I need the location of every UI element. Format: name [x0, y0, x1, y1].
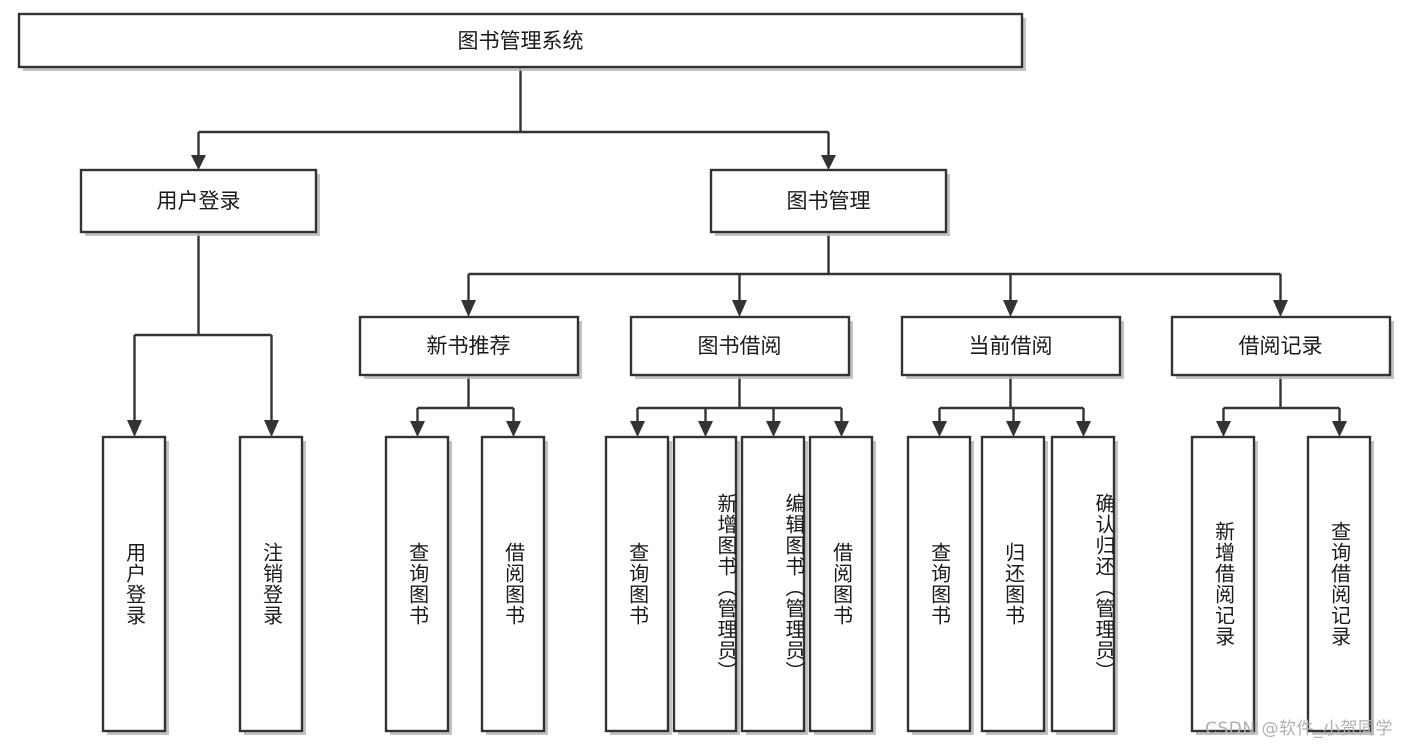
node-current-borrow-label: 当前借阅	[969, 334, 1053, 358]
node-user-login-label: 用户登录	[157, 189, 241, 213]
node-root-label: 图书管理系统	[458, 29, 584, 53]
connector-group-newbook-to-leaves	[410, 375, 521, 437]
node-book-borrow[interactable]: 图书借阅	[629, 315, 853, 379]
node-current-borrow[interactable]: 当前借阅	[900, 315, 1124, 379]
node-book-management[interactable]: 图书管理	[709, 168, 950, 236]
leaf-bookborrow-edit[interactable]	[740, 435, 808, 735]
connector-group-bookborrow-to-leaves	[630, 375, 849, 437]
node-book-management-label: 图书管理	[787, 189, 871, 213]
leaf-newbook-query[interactable]	[384, 435, 452, 735]
leaf-currentborrow-confirm-return[interactable]	[1050, 435, 1118, 735]
node-new-book-recommend-label: 新书推荐	[427, 334, 511, 358]
node-user-login[interactable]: 用户登录	[79, 168, 320, 236]
leaf-user-login-login[interactable]	[101, 435, 169, 735]
leaf-currentborrow-return[interactable]	[980, 435, 1048, 735]
leaf-bookborrow-add[interactable]	[672, 435, 740, 735]
watermark-text: CSDN @软件_小贺同学	[1205, 719, 1393, 739]
connector-group-userlogin-to-leaves	[127, 232, 279, 437]
leaf-currentborrow-query[interactable]	[906, 435, 974, 735]
connector-group-currentborrow-to-leaves	[932, 375, 1091, 437]
connector-group-bookmgmt-to-level3	[461, 232, 1288, 317]
leaf-bookborrow-query[interactable]	[604, 435, 672, 735]
node-borrow-record[interactable]: 借阅记录	[1170, 315, 1394, 379]
leaf-bookborrow-borrow[interactable]	[808, 435, 876, 735]
connector-group-root-to-level2	[191, 67, 836, 170]
leaf-borrowrecord-query[interactable]	[1306, 435, 1374, 735]
node-book-borrow-label: 图书借阅	[698, 334, 782, 358]
leaf-newbook-borrow[interactable]	[480, 435, 548, 735]
node-new-book-recommend[interactable]: 新书推荐	[358, 315, 582, 379]
leaf-borrowrecord-add[interactable]	[1190, 435, 1258, 735]
node-root[interactable]: 图书管理系统	[17, 12, 1026, 71]
node-borrow-record-label: 借阅记录	[1239, 334, 1323, 358]
connector-group-borrowrecord-to-leaves	[1216, 375, 1347, 437]
leaf-user-login-logout[interactable]	[238, 435, 306, 735]
